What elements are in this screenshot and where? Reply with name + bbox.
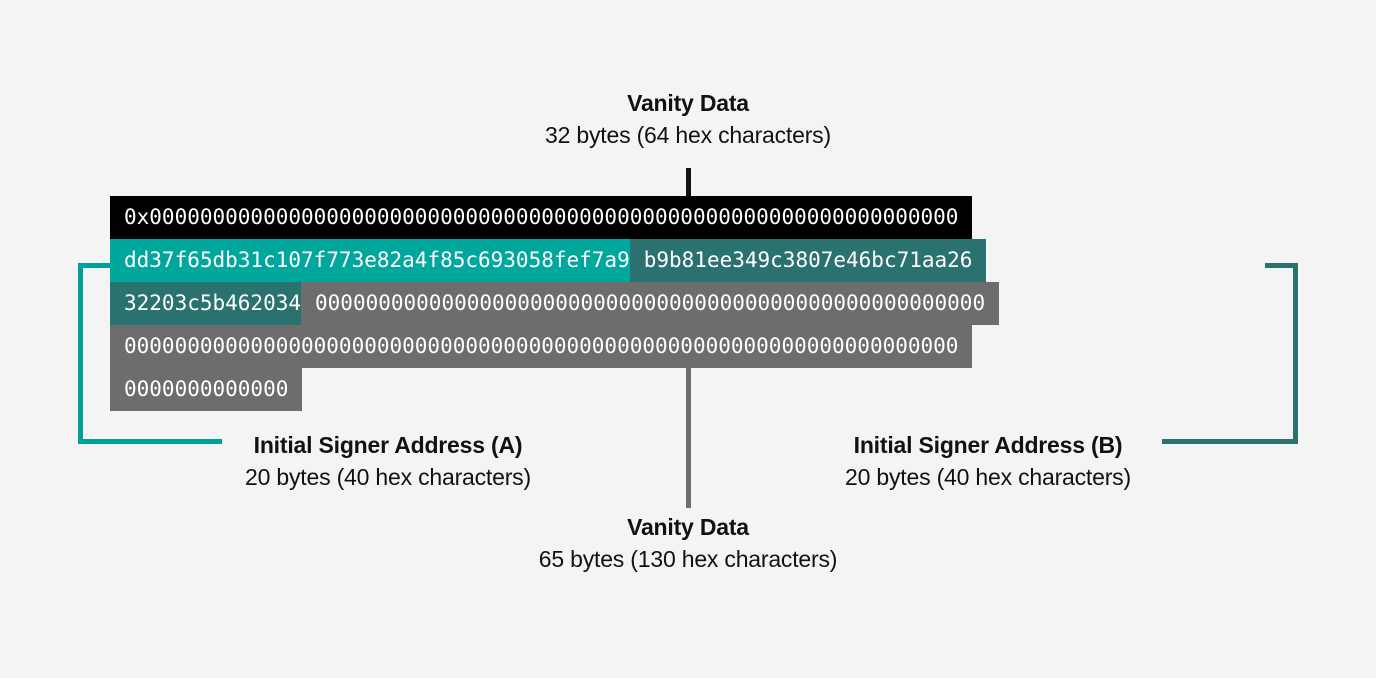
hex-segment-vanity-bottom: 0000000000000000000000000000000000000000…	[110, 325, 973, 368]
signer-a-label: Initial Signer Address (A) 20 bytes (40 …	[188, 430, 588, 494]
vanity-data-top-connector-line	[686, 168, 691, 197]
signer-b-bracket	[1265, 263, 1298, 444]
vanity-data-top-label: Vanity Data 32 bytes (64 hex characters)	[488, 88, 888, 152]
hex-segment-signer-b-cont: 32203c5b462034	[110, 282, 302, 325]
signer-b-label: Initial Signer Address (B) 20 bytes (40 …	[788, 430, 1188, 494]
hex-segment-vanity-bottom: 0000000000000000000000000000000000000000…	[301, 282, 1000, 325]
vanity-data-top-title: Vanity Data	[627, 90, 749, 116]
signer-b-subtitle: 20 bytes (40 hex characters)	[845, 464, 1131, 490]
signer-b-title: Initial Signer Address (B)	[853, 432, 1123, 458]
hex-row: 0000000000000000000000000000000000000000…	[110, 325, 999, 368]
signer-a-bracket-label-arm	[180, 439, 222, 444]
hex-row: 0000000000000	[110, 368, 999, 411]
vanity-data-bottom-label: Vanity Data 65 bytes (130 hex characters…	[488, 512, 888, 576]
vanity-data-top-subtitle: 32 bytes (64 hex characters)	[545, 122, 831, 148]
signer-b-bracket-label-arm	[1162, 439, 1268, 444]
signer-a-title: Initial Signer Address (A)	[253, 432, 523, 458]
hex-dump-block: 0x00000000000000000000000000000000000000…	[110, 196, 1000, 411]
hex-row: 0x00000000000000000000000000000000000000…	[110, 196, 999, 239]
vanity-data-bottom-subtitle: 65 bytes (130 hex characters)	[538, 546, 838, 572]
vanity-data-bottom-connector-line	[686, 366, 691, 508]
signer-a-bracket	[78, 263, 202, 444]
signer-a-bracket-top-arm	[78, 263, 118, 268]
hex-segment-signer-b: b9b81ee349c3807e46bc71aa26	[629, 239, 987, 282]
hex-segment-signer-a: dd37f65db31c107f773e82a4f85c693058fef7a9	[110, 239, 630, 282]
hex-row: dd37f65db31c107f773e82a4f85c693058fef7a9…	[110, 239, 999, 282]
hex-segment-vanity-top: 0x00000000000000000000000000000000000000…	[110, 196, 973, 239]
hex-segment-vanity-bottom: 0000000000000	[110, 368, 303, 411]
vanity-data-bottom-title: Vanity Data	[627, 514, 749, 540]
signer-a-subtitle: 20 bytes (40 hex characters)	[245, 464, 531, 490]
signer-b-bracket-top-arm	[1265, 263, 1298, 268]
